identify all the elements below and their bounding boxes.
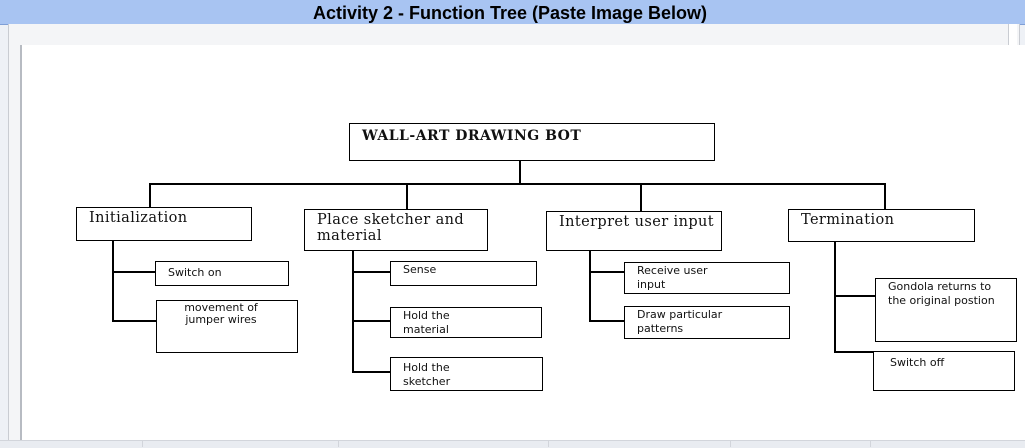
pasted-image[interactable]: WALL-ART DRAWING BOT Initialization Plac… (20, 45, 1025, 440)
spine-interpret (589, 250, 591, 322)
tick-hold-material (352, 320, 391, 322)
top-bus (149, 183, 885, 185)
leaf-draw-patterns: Draw particular patterns (624, 306, 790, 339)
tick-switch-off (834, 351, 876, 353)
leaf-switch-on-label: Switch on (168, 266, 222, 279)
node-termination-label: Termination (801, 212, 895, 228)
leaf-gondola-returns-label: Gondola returns to the original postion (888, 280, 995, 307)
drop-interpret (640, 183, 642, 211)
tick-draw (589, 320, 624, 322)
leaf-jumper-wires: movement of jumper wires (156, 300, 298, 353)
leaf-receive-input-label: Receive user input (637, 264, 708, 291)
leaf-hold-material: Hold the material (390, 307, 542, 338)
node-place-sketcher: Place sketcher and material (304, 209, 488, 251)
leaf-switch-off-label: Switch off (890, 356, 945, 369)
node-interpret-input: Interpret user input (546, 211, 722, 251)
node-initialization-label: Initialization (89, 210, 188, 226)
leaf-hold-material-label: Hold the material (403, 309, 450, 336)
leaf-draw-patterns-label: Draw particular patterns (637, 308, 723, 335)
tick-jumper (112, 320, 157, 322)
root-node: WALL-ART DRAWING BOT (349, 123, 715, 161)
drop-initialization (149, 183, 151, 207)
node-initialization: Initialization (76, 207, 252, 241)
bottom-divider (548, 440, 549, 447)
activity-header: Activity 2 - Function Tree (Paste Image … (0, 0, 1025, 25)
bottom-bar (0, 440, 1025, 448)
leaf-hold-sketcher: Hold the sketcher (390, 357, 543, 391)
drop-place (406, 183, 408, 209)
scroll-strip (1008, 24, 1017, 46)
leaf-gondola-returns: Gondola returns to the original postion (875, 278, 1017, 342)
spine-termination (834, 241, 836, 353)
activity-title: Activity 2 - Function Tree (Paste Image … (312, 3, 708, 23)
node-termination: Termination (788, 209, 975, 242)
spine-initialization (112, 240, 114, 321)
drop-termination (884, 183, 886, 209)
spine-place (352, 250, 354, 372)
bottom-divider (870, 440, 871, 447)
tick-switch-on (112, 271, 155, 273)
leaf-switch-off: Switch off (873, 351, 1015, 391)
leaf-sense: Sense (390, 261, 537, 286)
bottom-divider (338, 440, 339, 447)
tick-hold-sketcher (352, 371, 391, 373)
tick-gondola (834, 295, 876, 297)
leaf-sense-label: Sense (403, 263, 437, 276)
leaf-switch-on: Switch on (155, 261, 289, 286)
leaf-receive-input: Receive user input (624, 262, 790, 294)
root-label: WALL-ART DRAWING BOT (362, 128, 582, 144)
node-interpret-input-label: Interpret user input (559, 214, 714, 230)
leaf-hold-sketcher-label: Hold the sketcher (403, 361, 451, 388)
tick-sense (352, 271, 391, 273)
node-place-sketcher-label: Place sketcher and material (317, 212, 465, 244)
root-stem (519, 160, 521, 184)
leaf-jumper-wires-label: movement of jumper wires (184, 301, 258, 326)
bottom-divider (142, 440, 143, 447)
tick-receive (589, 271, 624, 273)
bottom-divider (730, 440, 731, 447)
